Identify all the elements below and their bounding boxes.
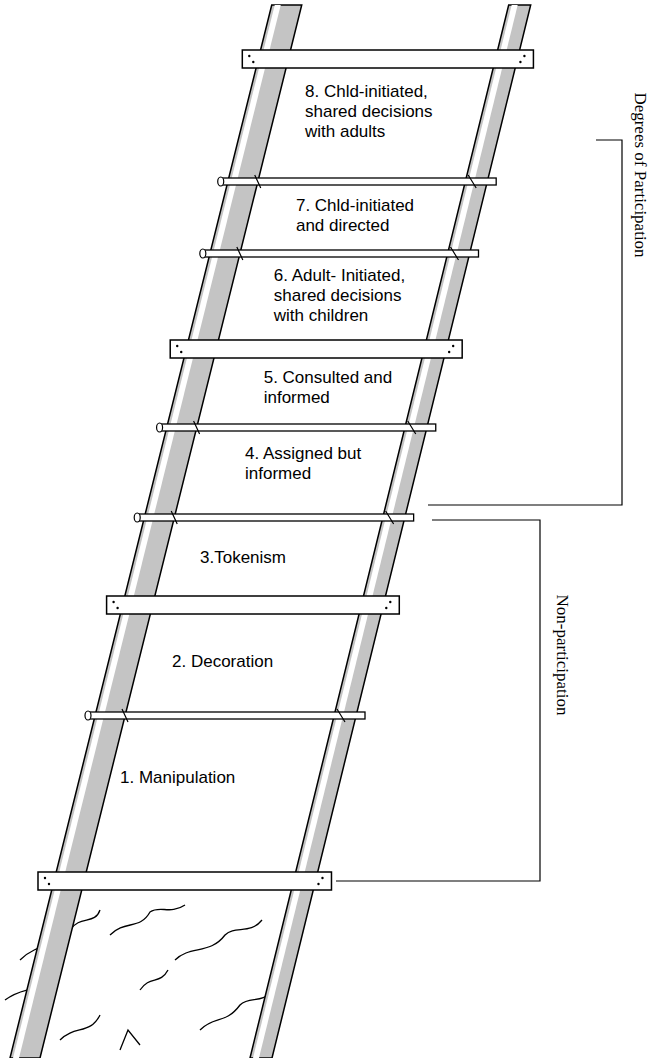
- nail: [116, 607, 118, 609]
- nail: [248, 55, 250, 57]
- nail: [389, 601, 391, 603]
- rung-label: 8. Chld-initiated, shared decisions with…: [305, 82, 455, 142]
- right-rail: [250, 5, 531, 1058]
- rung-end: [218, 177, 224, 186]
- nail: [317, 883, 319, 885]
- round-rung: [203, 250, 479, 257]
- nail: [519, 61, 521, 63]
- rung-end: [85, 711, 91, 720]
- rung-label: 4. Assigned but informed: [245, 444, 385, 484]
- rung-label: 7. Chld-initiated and directed: [296, 196, 446, 236]
- plank-rung: [38, 872, 331, 890]
- label-holder: 7. Chld-initiated and directed: [296, 196, 446, 236]
- label-holder: Degrees of Participation: [630, 92, 650, 257]
- label-holder: 5. Consulted and informed: [264, 368, 404, 408]
- label-holder: 4. Assigned but informed: [245, 444, 385, 484]
- nail: [385, 607, 387, 609]
- nail: [321, 877, 323, 879]
- nail: [523, 55, 525, 57]
- rope-lashing: [171, 511, 393, 524]
- nail: [448, 351, 450, 353]
- rope-lashing: [237, 247, 459, 260]
- rung-end: [157, 423, 163, 432]
- rung-label: 6. Adult- Initiated, shared decisions wi…: [274, 266, 424, 326]
- label-holder: 3.Tokenism: [200, 548, 286, 568]
- participation-bracket: [428, 140, 622, 505]
- rung-end: [134, 513, 140, 522]
- label-holder: 1. Manipulation: [120, 768, 235, 788]
- left-rail: [10, 5, 302, 1058]
- rung-label: 3.Tokenism: [200, 548, 286, 568]
- non-participation-bracket: [336, 520, 540, 881]
- round-rung: [160, 424, 436, 431]
- nail: [180, 351, 182, 353]
- left-rail-highlight: [13, 5, 281, 1058]
- plank-rung: [107, 596, 400, 614]
- plank-rung: [170, 340, 462, 358]
- bracket-label: Degrees of Participation: [630, 92, 650, 257]
- nail: [452, 345, 454, 347]
- rope-lashing: [194, 421, 416, 434]
- label-holder: 8. Chld-initiated, shared decisions with…: [305, 82, 455, 142]
- rope-lashing: [122, 709, 345, 722]
- nail: [176, 345, 178, 347]
- label-holder: Non-participation: [552, 595, 572, 716]
- label-holder: 2. Decoration: [172, 652, 273, 672]
- label-holder: 6. Adult- Initiated, shared decisions wi…: [274, 266, 424, 326]
- round-rung: [137, 514, 413, 521]
- rope-lashing: [255, 175, 476, 188]
- nail: [112, 601, 114, 603]
- plank-rung: [242, 50, 533, 68]
- bracket-label: Non-participation: [552, 595, 572, 716]
- round-rung: [221, 178, 496, 185]
- rung-label: 2. Decoration: [172, 652, 273, 672]
- right-rail-highlight: [253, 5, 518, 1058]
- round-rung: [88, 712, 365, 719]
- rung-end: [200, 249, 206, 258]
- nail: [44, 877, 46, 879]
- rung-label: 5. Consulted and informed: [264, 368, 404, 408]
- ladder: [10, 5, 533, 1058]
- nail: [252, 61, 254, 63]
- bracket: [336, 140, 622, 881]
- nail: [48, 883, 50, 885]
- rung-label: 1. Manipulation: [120, 768, 235, 788]
